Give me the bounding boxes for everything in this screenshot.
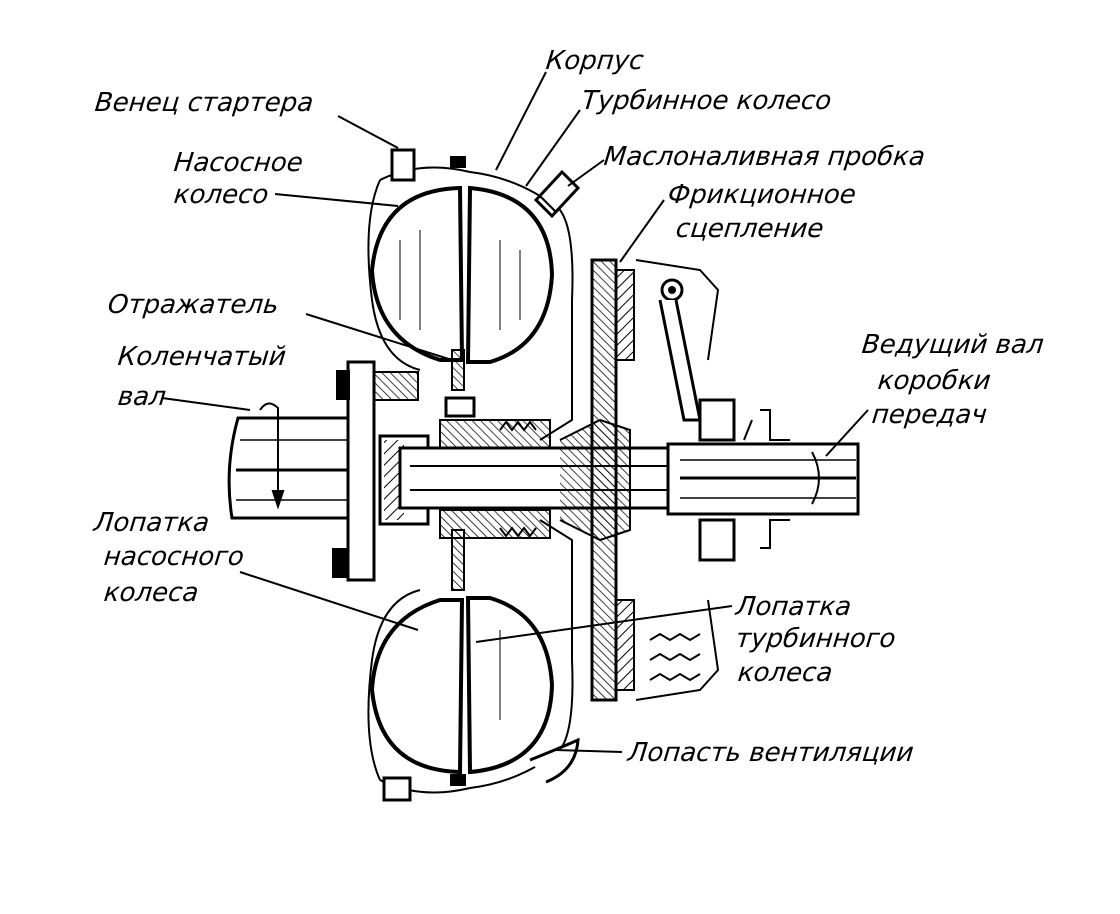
label-pump-blade-line2: насосного [102,542,246,572]
label-turbine-blade-line1: Лопатка [734,592,853,622]
label-crankshaft-line2: вал [116,382,168,412]
gearbox-drive-shaft [666,398,860,562]
label-vent-blade: Лопасть вентиляции [626,738,916,768]
label-friction-clutch-line2: сцепление [674,214,826,244]
housing-shell [367,166,574,794]
label-gearbox-shaft-line3: передач [870,400,989,430]
crankshaft-flange [332,360,419,582]
label-pump-blade-line1: Лопатка [92,508,211,538]
label-reflector: Отражатель [106,290,281,320]
label-turbine-wheel: Турбинное колесо [580,86,833,116]
pump-wheel [369,185,465,775]
label-friction-clutch-line1: Фрикционное [666,180,858,210]
label-housing: Корпус [544,46,646,76]
crankshaft [227,402,362,520]
label-pump-blade-line3: колеса [102,578,201,608]
starter-ring-gear [382,148,416,802]
label-turbine-blade-line3: колеса [736,658,835,688]
label-pump-wheel-line2: колесо [172,180,271,210]
label-pump-wheel-line1: Насосное [172,148,305,178]
label-oil-plug: Маслоналивная пробка [602,142,927,172]
leader-lines [161,71,869,753]
reflector [444,349,476,591]
label-crankshaft-line1: Коленчатый [116,342,288,372]
label-gearbox-shaft-line2: коробки [876,366,993,396]
label-gearbox-shaft-line1: Ведущий вал [860,330,1046,360]
label-starter-ring: Венец стартера [93,88,315,118]
oil-filler-plug [533,169,581,219]
turbine-wheel [465,185,555,775]
label-turbine-blade-line2: турбинного [734,624,898,654]
